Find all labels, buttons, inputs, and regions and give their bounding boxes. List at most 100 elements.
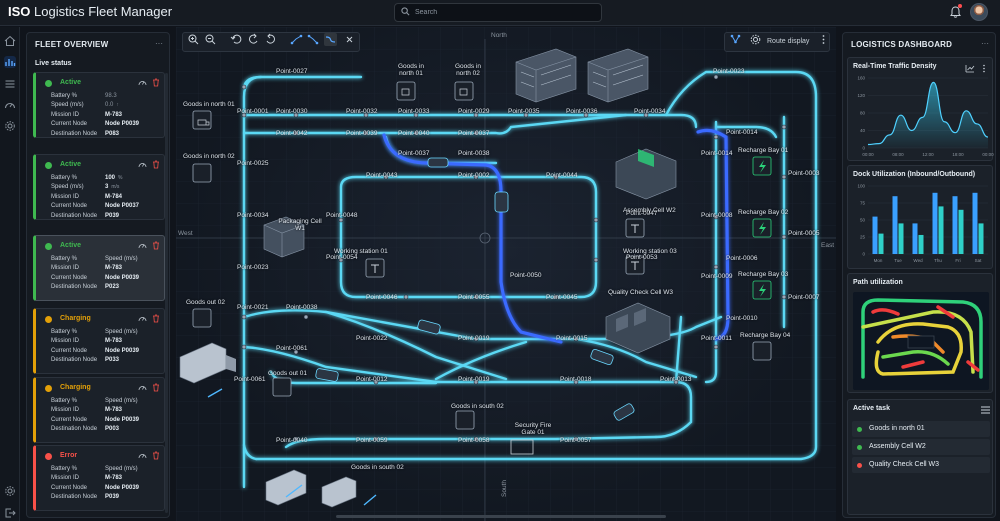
search-input[interactable]	[415, 5, 595, 20]
active-task-item[interactable]: Quality Check Cell W3	[852, 457, 990, 473]
map-node-label[interactable]: Point-0021	[237, 304, 269, 311]
route-south-row[interactable]	[242, 345, 678, 384]
map-node[interactable]	[713, 134, 719, 140]
route-outer-east[interactable]	[254, 70, 818, 461]
trash-icon[interactable]	[152, 451, 160, 460]
map-node[interactable]	[523, 112, 529, 118]
map-node[interactable]	[241, 344, 247, 350]
map-node-label[interactable]: Point-0059	[356, 437, 388, 444]
map-node[interactable]	[373, 379, 379, 385]
map-node-label[interactable]: Point-0018	[560, 376, 592, 383]
map-node-label[interactable]: Point-0061	[234, 376, 266, 383]
map-station-label[interactable]: Security Fire Gate 01	[514, 422, 552, 436]
map-node[interactable]	[293, 349, 299, 355]
more-vertical-icon[interactable]	[980, 64, 988, 73]
map-node[interactable]	[473, 130, 479, 136]
map-node-label[interactable]: Point-0038	[458, 150, 490, 157]
map-node-label[interactable]: Point-0050	[510, 272, 542, 279]
layers-icon[interactable]	[4, 78, 16, 90]
map-station-label[interactable]: Goods out 02	[186, 299, 226, 306]
dashboard-menu-button[interactable]: ···	[981, 39, 989, 48]
route-mid-south[interactable]	[242, 309, 723, 341]
map-node[interactable]	[373, 436, 379, 442]
route-diagonal-2[interactable]	[434, 340, 528, 381]
map-node[interactable]	[781, 294, 787, 300]
map-scrollbar[interactable]	[336, 515, 666, 518]
map-node[interactable]	[363, 112, 369, 118]
map-node-label[interactable]: Point-0037	[398, 150, 430, 157]
map-node-label[interactable]: Point-0035	[508, 108, 540, 115]
search-box[interactable]	[394, 3, 602, 22]
gauge-icon[interactable]	[138, 383, 147, 391]
map-node[interactable]	[643, 112, 649, 118]
trash-icon[interactable]	[152, 383, 160, 392]
route-south-gate[interactable]	[284, 435, 658, 449]
map-node[interactable]	[713, 264, 719, 270]
trash-icon[interactable]	[152, 241, 160, 250]
map-node-label[interactable]: Point-0043	[366, 172, 398, 179]
analytics-icon[interactable]	[4, 56, 16, 68]
map-node-label[interactable]: Point-0012	[356, 376, 388, 383]
gauge-icon[interactable]	[138, 160, 147, 168]
rotate-right-icon[interactable]	[264, 33, 277, 46]
map-node[interactable]	[553, 174, 559, 180]
settings-icon[interactable]	[4, 120, 16, 132]
map-node-label[interactable]: Point-0011	[701, 335, 732, 342]
map-node[interactable]	[473, 336, 479, 342]
route-south-east[interactable]	[654, 380, 693, 439]
map-node-label[interactable]: Point-0061	[276, 345, 308, 352]
map-station-label[interactable]: Recharge Bay 03	[738, 271, 789, 278]
route-recharge-west[interactable]	[704, 120, 718, 384]
map-node-label[interactable]: Point-0046	[366, 294, 398, 301]
map-node-label[interactable]: Point-0008	[701, 212, 733, 219]
map-node-label[interactable]: Point-0029	[458, 108, 490, 115]
map-node-label[interactable]: Point-0013	[660, 376, 692, 383]
map-node[interactable]	[413, 130, 419, 136]
map-node-label[interactable]: Point-0009	[701, 273, 733, 280]
map-node-label[interactable]: Point-0039	[346, 130, 378, 137]
map-station-label[interactable]: Goods out 01	[268, 370, 308, 377]
map-node-label[interactable]: Point-0023	[713, 68, 745, 75]
trash-icon[interactable]	[152, 314, 160, 323]
route-cell-w3-loop[interactable]	[574, 337, 698, 379]
map-station-label[interactable]: Working station 03	[623, 248, 677, 255]
map-node-label[interactable]: Point-0042	[276, 130, 308, 137]
more-vertical-icon[interactable]	[817, 33, 830, 46]
map-node[interactable]	[293, 130, 299, 136]
map-node-label[interactable]: Point-0003	[788, 170, 820, 177]
fit-view-icon[interactable]	[230, 33, 243, 46]
route-inner-loop[interactable]	[339, 175, 598, 299]
map-node[interactable]	[293, 112, 299, 118]
map-node-label[interactable]: Point-0010	[726, 315, 758, 322]
gauge-icon[interactable]	[138, 241, 147, 249]
map-node-label[interactable]: Point-0033	[398, 108, 430, 115]
route-diagonal-1[interactable]	[324, 310, 508, 381]
map-node-label[interactable]: Point-0032	[346, 108, 378, 115]
map-node-label[interactable]: Point-0053	[626, 254, 658, 261]
trend-icon[interactable]	[965, 64, 975, 73]
map-station-label[interactable]: Recharge Bay 04	[740, 332, 791, 339]
map-node[interactable]	[781, 174, 787, 180]
gauge-icon[interactable]	[138, 451, 147, 459]
map-node-label[interactable]: Point-0006	[726, 255, 758, 262]
gauge-icon[interactable]	[4, 99, 16, 111]
route-west-trunk[interactable]	[242, 75, 263, 489]
map-station-label[interactable]: Goods in north 02	[183, 153, 235, 160]
map-node-label[interactable]: Point-0014	[726, 129, 758, 136]
map-node[interactable]	[473, 379, 479, 385]
map-node[interactable]	[713, 344, 719, 350]
map-node-label[interactable]: Point-0040	[398, 130, 430, 137]
map-node-label[interactable]: Point-0034	[634, 108, 666, 115]
map-node-label[interactable]: Point-0058	[458, 437, 490, 444]
map-station-label[interactable]: Goods in south 02	[351, 464, 404, 471]
route-display-control[interactable]: Route display	[724, 32, 830, 52]
map-node-label[interactable]: Point-0027	[276, 68, 308, 75]
map-node-label[interactable]: Point-0007	[788, 294, 820, 301]
map-node[interactable]	[413, 112, 419, 118]
map-station-label[interactable]: Goods in north 01	[397, 63, 425, 77]
curve-tool-icon[interactable]	[324, 33, 337, 46]
rotate-left-icon[interactable]	[247, 33, 260, 46]
